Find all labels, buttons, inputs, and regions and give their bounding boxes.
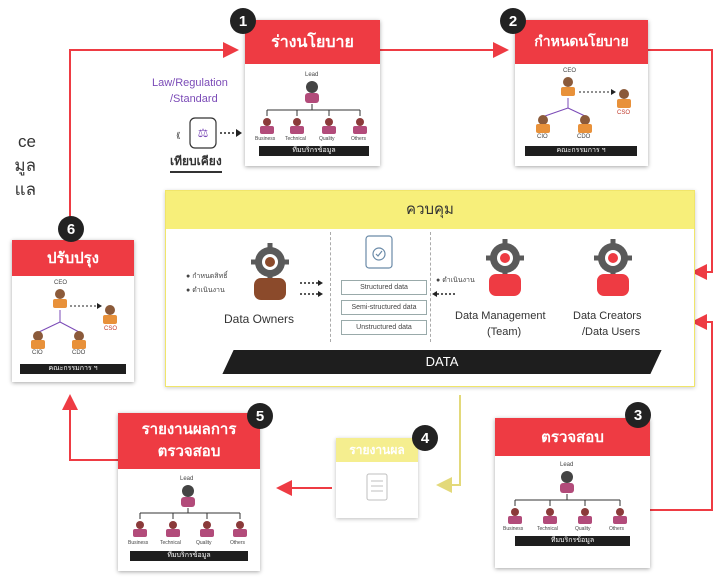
cropped-left-text: ce มูล แล: [0, 130, 36, 202]
lead-label: Lead: [305, 72, 319, 78]
role-others: Others: [609, 526, 625, 532]
step-2-title: กำหนดนโยบาย: [515, 20, 648, 64]
cdo-label: CDO: [72, 350, 86, 356]
cio-label: CIO: [32, 350, 43, 356]
report-document-icon: [366, 473, 388, 501]
step-3-number: 3: [625, 402, 651, 428]
step-2-number: 2: [500, 8, 526, 34]
step-6-number: 6: [58, 216, 84, 242]
team-hierarchy-icon: [260, 81, 367, 134]
svg-text:⚖: ⚖: [198, 126, 209, 140]
team-bar: ทีมบริกรข้อมูล: [259, 146, 369, 156]
arrow-control-to-4: [436, 395, 461, 493]
team-hierarchy-icon: [508, 471, 627, 524]
owner-bullet-1-text: กำหนดสิทธิ์: [192, 273, 228, 280]
arrow-6-to-1: [69, 42, 239, 230]
arrow-5-to-6: [62, 394, 118, 461]
step-6-card: ปรับปรุง CEO CIO CDO CSO คณะกรรมการ ฯ: [12, 240, 134, 382]
ceo-label: CEO: [563, 68, 577, 74]
cio-label: CIO: [537, 134, 548, 140]
data-management-label: Data Management: [455, 310, 546, 322]
ceo-label: CEO: [54, 280, 68, 286]
law-regulation-label: Law/Regulation: [152, 77, 228, 89]
cso-label: CSO: [104, 326, 118, 332]
unstructured-data: Unstructured data: [341, 320, 427, 335]
step-4-number: 4: [412, 425, 438, 451]
separator-right: [430, 232, 431, 342]
step-1-title: ร่างนโยบาย: [245, 20, 380, 64]
role-business: Business: [503, 526, 524, 532]
step-5-card: รายงานผลการ ตรวจสอบ Lead Business Techni…: [118, 413, 260, 571]
lead-label: Lead: [560, 462, 574, 468]
data-users-label: /Data Users: [582, 326, 641, 338]
step-5-title: รายงานผลการ ตรวจสอบ: [118, 413, 260, 469]
separator-left: [330, 232, 331, 342]
role-business: Business: [128, 540, 149, 546]
step-6-title: ปรับปรุง: [12, 240, 134, 276]
mgmt-bullet: ● ดำเนินงาน: [436, 277, 475, 284]
cso-label: CSO: [617, 110, 631, 116]
control-title: ควบคุม: [166, 191, 694, 229]
standard-label: /Standard: [170, 93, 218, 105]
role-technical: Technical: [537, 526, 558, 532]
role-quality: Quality: [575, 526, 591, 532]
step-5-number: 5: [247, 403, 273, 429]
step-4-title: รายงานผล: [336, 438, 418, 462]
step-5-title-line-2: ตรวจสอบ: [157, 443, 221, 460]
data-management-team-label: (Team): [487, 326, 522, 338]
committee-icon: [31, 289, 117, 349]
team-bar: คณะกรรมการ ฯ: [20, 364, 126, 374]
lead-label: Lead: [180, 476, 194, 482]
team-bar: ทีมบริกรข้อมูล: [515, 536, 630, 546]
committee-icon: [536, 77, 631, 133]
semi-structured-data: Semi-structured data: [341, 300, 427, 315]
role-others: Others: [230, 540, 246, 546]
step-1-number: 1: [230, 8, 256, 34]
owner-bullet-1: ● กำหนดสิทธิ์: [186, 273, 228, 280]
data-owners-label: Data Owners: [224, 312, 295, 326]
role-others: Others: [351, 136, 367, 142]
role-quality: Quality: [196, 540, 212, 546]
structured-data: Structured data: [341, 280, 427, 295]
step-2-card: กำหนดนโยบาย CEO CIO CDO CSO คณะกรรมการ ฯ: [515, 20, 648, 166]
cdo-label: CDO: [577, 134, 591, 140]
team-bar: ทีมบริกรข้อมูล: [130, 551, 248, 561]
step-4-card: รายงานผล: [336, 438, 418, 518]
team-bar: คณะกรรมการ ฯ: [525, 146, 637, 156]
cropped-text-line-1: ce: [18, 132, 36, 151]
role-business: Business: [255, 136, 276, 142]
step-3-title: ตรวจสอบ: [495, 418, 650, 456]
owner-bullet-2-text: ดำเนินงาน: [192, 287, 225, 294]
step-5-title-line-1: รายงานผลการ: [141, 421, 237, 438]
mgmt-bullet-text: ดำเนินงาน: [442, 277, 475, 284]
team-hierarchy-icon: [133, 485, 247, 537]
arrow-3-to-control: [650, 314, 713, 511]
owner-bullet-2: ● ดำเนินงาน: [186, 287, 225, 294]
cropped-text-line-2: มูล: [14, 156, 36, 175]
svg-text:⟪: ⟪: [176, 131, 180, 140]
role-quality: Quality: [319, 136, 335, 142]
arrow-2-to-control: [648, 49, 713, 280]
data-bar-label: DATA: [425, 354, 459, 369]
data-creators-label: Data Creators: [573, 310, 642, 322]
step-3-card: ตรวจสอบ Lead Business Technical Quality …: [495, 418, 650, 568]
cropped-text-line-3: แล: [14, 180, 36, 199]
role-technical: Technical: [285, 136, 306, 142]
step-1-card: ร่างนโยบาย Lead Business Technical Quali…: [245, 20, 380, 166]
role-technical: Technical: [160, 540, 181, 546]
compare-label: เทียบเคียง: [170, 152, 222, 173]
